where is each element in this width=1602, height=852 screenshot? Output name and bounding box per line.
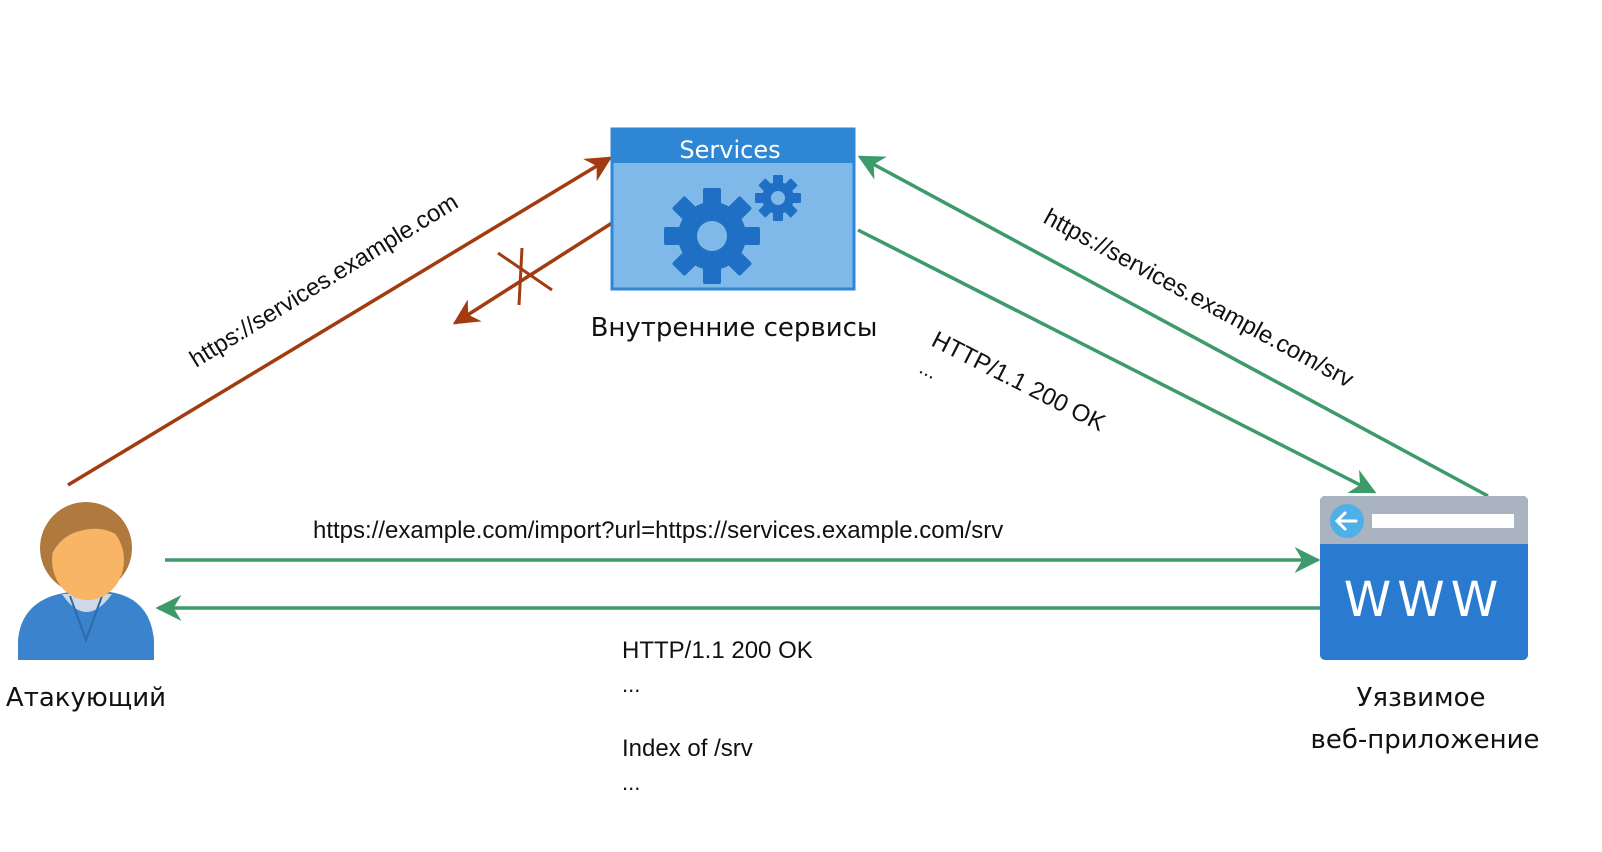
label-services-to-webapp-ellipsis: ... — [916, 357, 941, 384]
services-title: Services — [679, 136, 780, 164]
response-line-3: Index of /srv — [622, 735, 753, 762]
label-attacker-to-webapp: https://example.com/import?url=https://s… — [313, 517, 1003, 544]
services-label: Внутренние сервисы — [591, 313, 878, 343]
edge-webapp-to-services — [857, 155, 1489, 498]
gear-icon — [664, 188, 760, 284]
webapp-label-line1: Уязвимое — [1356, 683, 1485, 713]
www-text: WWW — [1344, 572, 1504, 628]
browser-www-icon: WWW — [1320, 496, 1528, 660]
response-line-2: ... — [622, 672, 640, 697]
blocked-cross-icon — [497, 251, 553, 292]
response-line-4: ... — [622, 770, 640, 795]
webapp-label-line2: веб-приложение — [1311, 725, 1540, 755]
label-attacker-to-services: https://services.example.com — [185, 188, 463, 373]
attacker-label: Атакующий — [6, 683, 166, 713]
user-icon — [18, 502, 154, 660]
services-node: Services — [610, 127, 856, 291]
response-body: HTTP/1.1 200 OK ... Index of /srv ... — [622, 637, 813, 795]
response-line-1: HTTP/1.1 200 OK — [622, 637, 813, 664]
edge-services-to-attacker-blocked — [452, 221, 613, 325]
edge-attacker-to-services — [67, 156, 613, 487]
gear-icon-small — [755, 175, 801, 221]
label-webapp-to-services: https://services.example.com/srv — [1039, 204, 1358, 394]
edge-services-to-webapp — [857, 228, 1377, 494]
